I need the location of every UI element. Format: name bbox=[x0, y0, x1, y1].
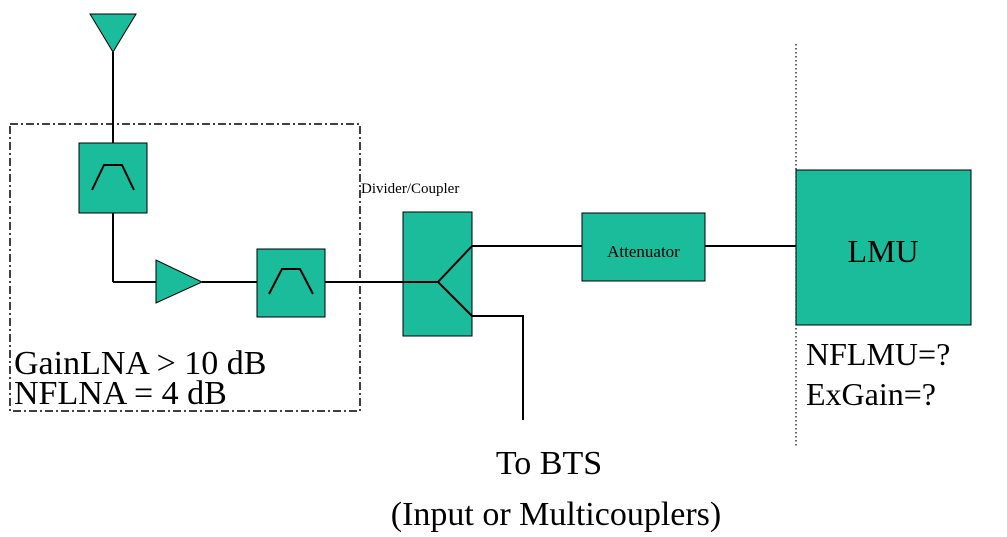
divider-to-bts-wire bbox=[472, 315, 524, 420]
bandpass-filter-1 bbox=[78, 142, 148, 214]
divider-coupler bbox=[402, 211, 473, 337]
to-bts-label: To BTS bbox=[496, 445, 602, 482]
lmu-label: LMU bbox=[847, 233, 918, 269]
bandpass-filter-2 bbox=[256, 248, 326, 318]
nf-lmu-label: NFLMU=? bbox=[806, 336, 950, 372]
bandpass-icon bbox=[268, 268, 314, 295]
antenna-icon bbox=[89, 13, 137, 53]
attenuator-box bbox=[581, 212, 706, 282]
lna-enclosure bbox=[9, 123, 361, 412]
bts-note-label: (Input or Multicouplers) bbox=[391, 496, 722, 533]
lna-amplifier-icon bbox=[155, 259, 204, 304]
gain-lna-label: GainLNA > 10 dB bbox=[14, 345, 266, 382]
lmu-box bbox=[795, 169, 972, 326]
signal-wires bbox=[112, 52, 796, 420]
ex-gain-label: ExGain=? bbox=[806, 376, 936, 412]
bandpass-icon bbox=[91, 164, 135, 191]
attenuator-label: Attenuator bbox=[607, 242, 680, 261]
nf-lna-label: NFLNA = 4 dB bbox=[14, 375, 227, 412]
divider-coupler-label: Divider/Coupler bbox=[361, 181, 459, 197]
